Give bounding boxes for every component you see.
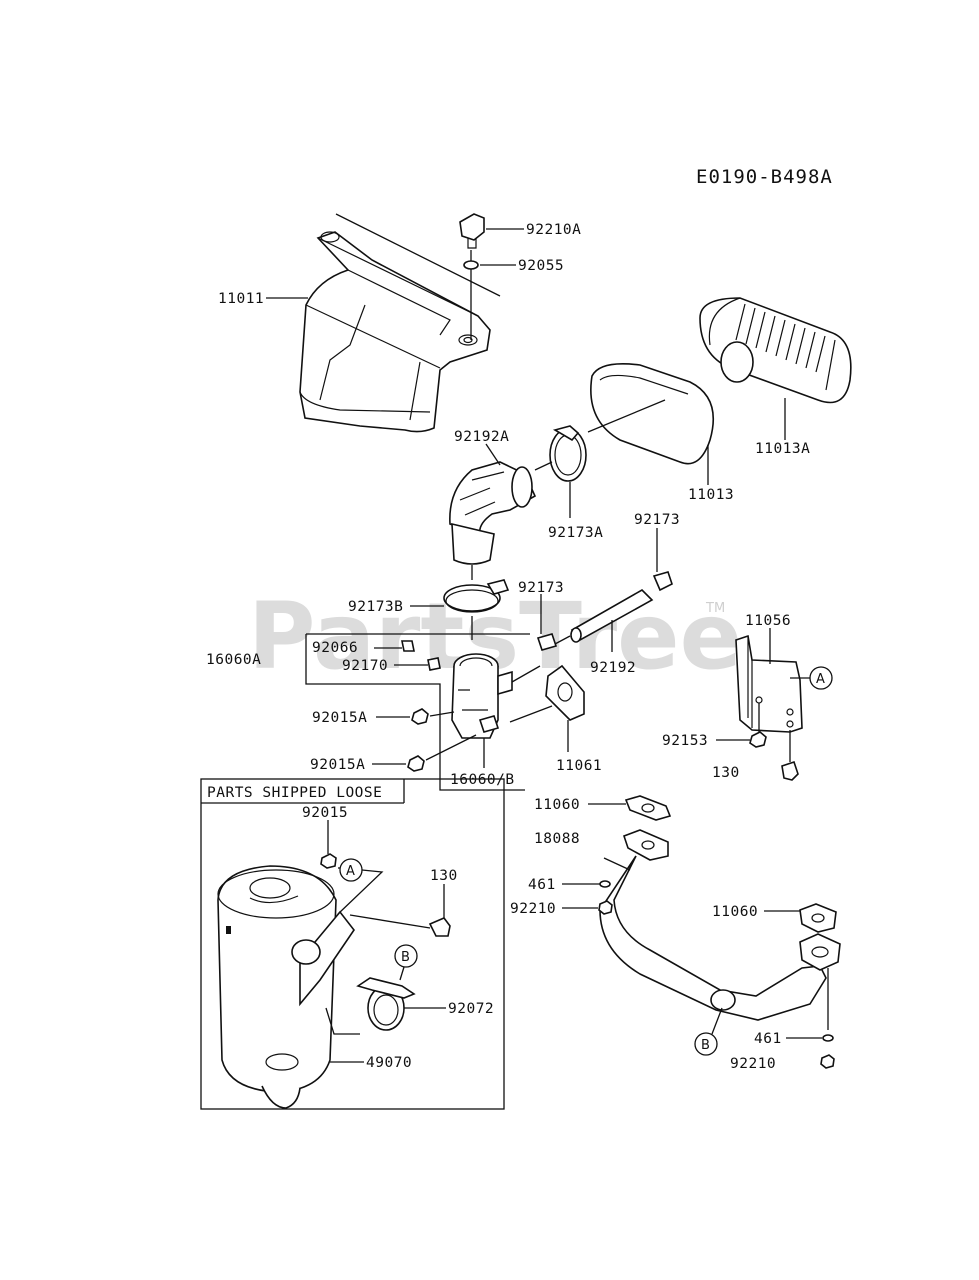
callout-b-right-label: B	[701, 1038, 710, 1053]
diagram-code: E0190-B498A	[696, 166, 833, 188]
callout-b-box	[394, 944, 418, 968]
label-92153: 92153	[662, 733, 708, 749]
watermark-tm: TM	[705, 601, 725, 616]
label-92066: 92066	[312, 640, 358, 656]
intake-body-part	[451, 653, 513, 739]
label-11060-top: 11060	[534, 797, 580, 813]
label-92170: 92170	[342, 658, 388, 674]
label-18088: 18088	[534, 831, 580, 847]
callout-a-right-label: A	[816, 672, 825, 687]
label-92015A-lower: 92015A	[310, 757, 365, 773]
label-92015: 92015	[302, 805, 348, 821]
label-92192: 92192	[590, 660, 636, 676]
clamp-92173-mid-part	[536, 633, 558, 651]
clamp-92072-part	[356, 977, 416, 1031]
nut-92210-top-part	[598, 900, 613, 915]
bolt-130-right-part	[781, 760, 799, 781]
label-11060-right: 11060	[712, 904, 758, 920]
air-cleaner-cover-part	[299, 213, 501, 433]
bracket-11056-part	[735, 634, 803, 733]
parts-box-title: PARTS SHIPPED LOOSE	[207, 785, 382, 801]
pin-92066-part	[401, 640, 415, 652]
clamp-92173B-part	[443, 579, 510, 613]
label-11056: 11056	[745, 613, 791, 629]
label-92173-top: 92173	[634, 512, 680, 528]
bolt-92153-part	[749, 731, 767, 748]
label-11011: 11011	[218, 291, 264, 307]
label-92210-bottom: 92210	[730, 1056, 776, 1072]
label-11061: 11061	[556, 758, 602, 774]
callout-b-box-label: B	[401, 950, 410, 965]
clamp-92173A-part	[549, 425, 587, 482]
label-11013A: 11013A	[755, 441, 810, 457]
label-130-right: 130	[712, 765, 740, 781]
clip-92170-part	[427, 657, 441, 671]
gasket-11061-part	[545, 664, 585, 721]
label-92210A: 92210A	[526, 222, 581, 238]
gasket-11060-right-part	[799, 903, 837, 933]
label-92072: 92072	[448, 1001, 494, 1017]
wing-nut-part	[459, 213, 485, 249]
pre-cleaner-part	[590, 363, 714, 465]
label-92015A-upper: 92015A	[312, 710, 367, 726]
label-92173-mid: 92173	[518, 580, 564, 596]
bolt-130-box-part	[428, 917, 451, 937]
nut-92210-bottom-part	[820, 1054, 835, 1069]
label-16060A: 16060A	[206, 652, 261, 668]
air-filter-element-part	[699, 297, 852, 404]
callout-a-box-label: A	[346, 864, 355, 879]
callout-b-right	[694, 1032, 718, 1056]
label-11013: 11013	[688, 487, 734, 503]
gasket-11060-top-part	[624, 795, 672, 821]
nut-92015-part	[320, 853, 337, 869]
label-92055: 92055	[518, 258, 564, 274]
label-49070: 49070	[366, 1055, 412, 1071]
muffler-part	[217, 865, 355, 1109]
exhaust-pipe-part	[599, 829, 841, 1021]
label-92210-top: 92210	[510, 901, 556, 917]
hose-92192-part	[570, 571, 673, 643]
washer-92055-part	[463, 260, 479, 270]
label-92173B: 92173B	[348, 599, 403, 615]
callout-a-right	[809, 666, 833, 690]
nut-92015A-lower-part	[407, 755, 425, 772]
elbow-hose-part	[449, 461, 537, 565]
nut-92015A-upper-part	[411, 708, 429, 725]
washer-461-bottom-part	[822, 1034, 834, 1042]
label-461-top: 461	[528, 877, 556, 893]
label-92192A: 92192A	[454, 429, 509, 445]
washer-461-top-part	[599, 880, 611, 888]
label-461-bottom: 461	[754, 1031, 782, 1047]
label-130-box: 130	[430, 868, 458, 884]
label-92173A: 92173A	[548, 525, 603, 541]
parts-shipped-loose-box	[200, 778, 505, 1110]
label-16060B: 16060/B	[450, 772, 515, 788]
